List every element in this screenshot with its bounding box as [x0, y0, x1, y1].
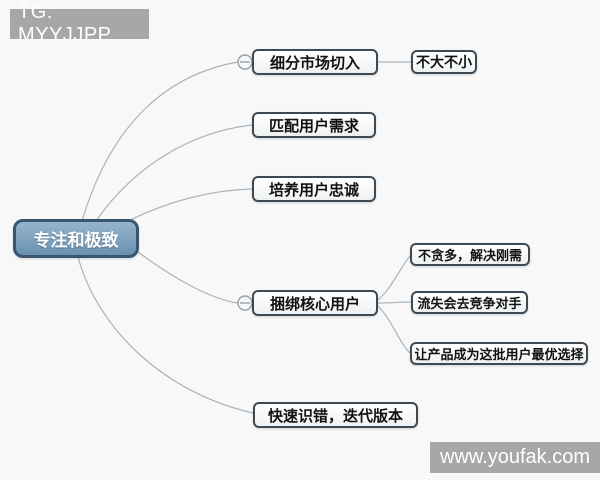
edge-root-to-loyalty: [127, 188, 253, 222]
branch-node-match-user-needs[interactable]: 匹配用户需求: [252, 112, 376, 138]
edge-root-to-segment: [81, 61, 239, 222]
leaf-node-not-big-not-small[interactable]: 不大不小: [411, 50, 477, 74]
leaf-node-solve-rigid-needs[interactable]: 不贪多，解决刚需: [410, 243, 530, 266]
branch-node-segment-market[interactable]: 细分市场切入: [252, 49, 378, 75]
branch-node-cultivate-loyalty[interactable]: 培养用户忠诚: [252, 176, 376, 202]
branch-node-fast-iterate[interactable]: 快速识错，迭代版本: [253, 402, 418, 428]
collapse-toggle-core[interactable]: [237, 295, 253, 311]
edge-root-to-core: [137, 251, 239, 304]
edge-root-to-iterate: [77, 256, 254, 414]
collapse-toggle-segment[interactable]: [237, 54, 253, 70]
edge-root-to-match: [95, 124, 253, 222]
watermark-website: www.youfak.com: [430, 442, 600, 473]
edge-core-to-bestchoice: [377, 305, 411, 354]
edge-core-to-greedy: [377, 255, 411, 301]
watermark-telegram: TG: MYYJJPP: [10, 1, 149, 46]
leaf-node-best-choice[interactable]: 让产品成为这批用户最优选择: [410, 342, 588, 365]
edge-core-to-churn: [377, 301, 412, 304]
root-node-focus-extreme[interactable]: 专注和极致: [13, 219, 139, 258]
leaf-node-churn-to-competitors[interactable]: 流失会去竞争对手: [411, 291, 528, 314]
branch-node-bind-core-users[interactable]: 捆绑核心用户: [252, 290, 378, 316]
